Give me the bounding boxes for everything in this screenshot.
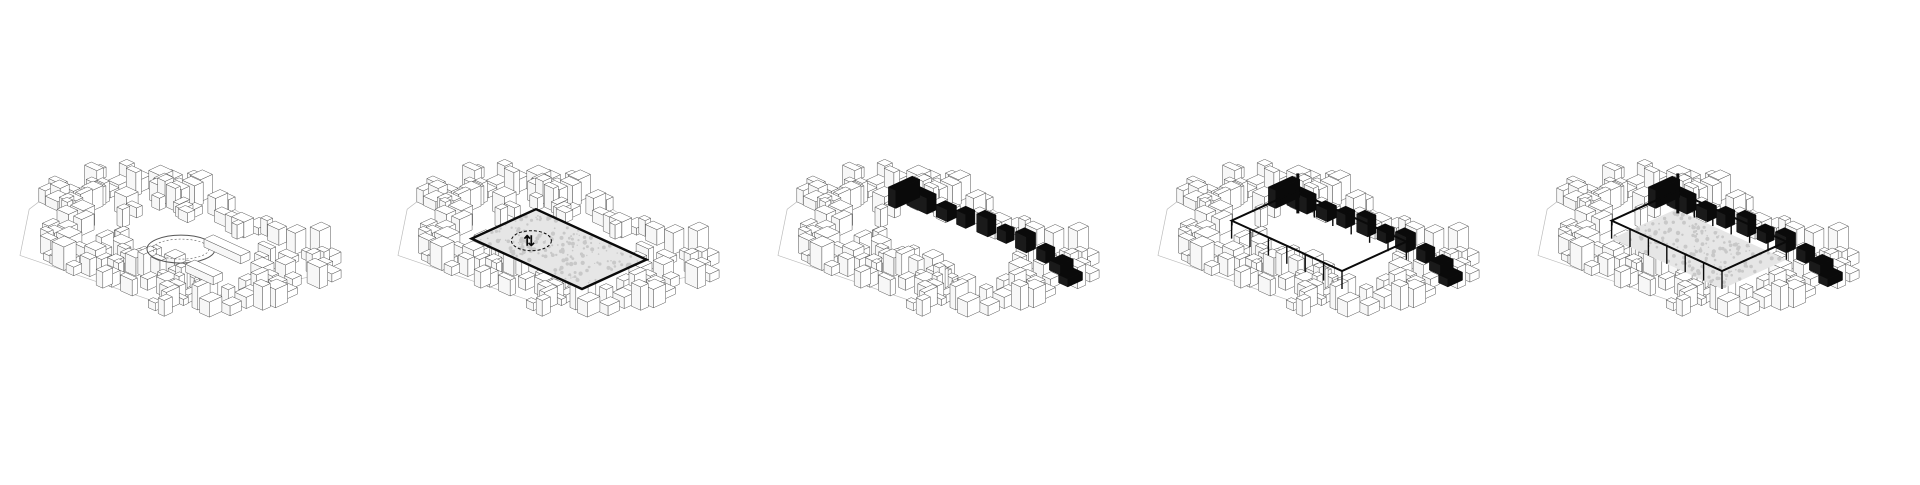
panel-3-new-buildings [777,159,1100,318]
new-building-volumes [887,175,1084,288]
rotation-arrows-icon: ⇅ [523,233,535,249]
panels-group: ⇅ [19,159,1860,318]
panel-5-final [1537,159,1860,318]
site-texture [471,209,647,289]
site-texture [1611,209,1787,289]
city-blocks: ⇅ [416,159,720,318]
city-blocks [1176,159,1480,318]
new-building-volumes [1647,175,1844,288]
panel-1-existing-site [19,159,342,318]
city-blocks [1556,159,1860,318]
structural-frame [1229,173,1409,289]
rotation-circle [510,230,552,252]
panel-4-frame [1157,159,1480,318]
panel-2-site-selection: ⇅ [397,159,720,318]
city-blocks [796,159,1100,318]
city-blocks [38,159,342,318]
site-boundary [468,207,650,291]
structural-frame [1609,173,1789,289]
